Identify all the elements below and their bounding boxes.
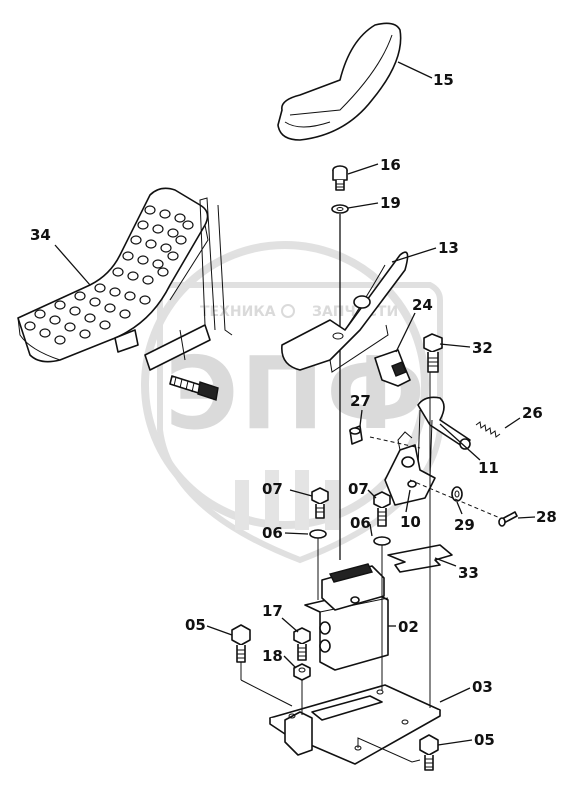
callout-33: 33 bbox=[458, 564, 479, 582]
callout-29: 29 bbox=[454, 516, 475, 534]
callout-27: 27 bbox=[350, 392, 371, 410]
callout-13: 13 bbox=[438, 239, 459, 257]
part-10-bracket bbox=[384, 431, 436, 506]
part-06-washer-left bbox=[309, 529, 327, 539]
part-13-lever bbox=[281, 251, 409, 373]
part-05-bolt-left bbox=[231, 624, 251, 663]
callout-05-right: 05 bbox=[474, 731, 495, 749]
callout-24: 24 bbox=[412, 296, 433, 314]
callout-28: 28 bbox=[536, 508, 557, 526]
part-07-bolt-left bbox=[311, 487, 329, 519]
part-07-bolt-right bbox=[373, 491, 391, 527]
part-06-washer-right bbox=[373, 536, 391, 546]
leader-lines bbox=[54, 61, 536, 746]
part-27-pin bbox=[349, 425, 363, 445]
callout-18: 18 bbox=[262, 647, 283, 665]
axis-line-pin bbox=[409, 479, 501, 519]
callout-05-left: 05 bbox=[185, 616, 206, 634]
part-05-bolt-right bbox=[419, 734, 439, 771]
callout-15: 15 bbox=[433, 71, 454, 89]
callout-26: 26 bbox=[522, 404, 543, 422]
part-26-spring bbox=[475, 421, 501, 438]
callout-03: 03 bbox=[472, 678, 493, 696]
callout-07-right: 07 bbox=[348, 480, 369, 498]
watermark: ТЕХНИКА ЗАПЧАСТИ ЭПФ bbox=[141, 241, 443, 564]
part-02-valve bbox=[304, 563, 389, 671]
callout-02: 02 bbox=[398, 618, 419, 636]
watermark-gear-icon bbox=[281, 304, 295, 318]
callout-16: 16 bbox=[380, 156, 401, 174]
axis-line-pin-27 bbox=[369, 436, 421, 449]
part-18-nut bbox=[293, 663, 311, 681]
callout-17: 17 bbox=[262, 602, 283, 620]
callout-11: 11 bbox=[478, 459, 499, 477]
watermark-text-left: ТЕХНИКА bbox=[200, 304, 276, 320]
callout-32: 32 bbox=[472, 339, 493, 357]
part-33-gasket bbox=[387, 544, 453, 573]
part-28-pin bbox=[498, 511, 518, 527]
callout-06-left: 06 bbox=[262, 524, 283, 542]
part-15-pedal-pad bbox=[277, 22, 402, 141]
part-32-bolt bbox=[423, 333, 443, 373]
part-17-bolt bbox=[293, 627, 311, 661]
callout-labels: 15 16 19 34 13 24 32 27 26 11 07 07 06 0… bbox=[30, 71, 557, 749]
part-03-base-plate bbox=[269, 684, 441, 765]
part-16-screw bbox=[332, 165, 348, 191]
callout-06-right: 06 bbox=[350, 514, 371, 532]
part-29-washer bbox=[451, 486, 463, 502]
part-19-washer bbox=[331, 204, 349, 214]
part-24-bracket bbox=[374, 349, 411, 387]
part-34-foot-pedal bbox=[17, 187, 233, 401]
assembly-lines bbox=[240, 372, 431, 763]
watermark-bolts-icon bbox=[235, 470, 339, 530]
callout-07-left: 07 bbox=[262, 480, 283, 498]
callout-10: 10 bbox=[400, 513, 421, 531]
callout-34: 34 bbox=[30, 226, 51, 244]
callout-19: 19 bbox=[380, 194, 401, 212]
